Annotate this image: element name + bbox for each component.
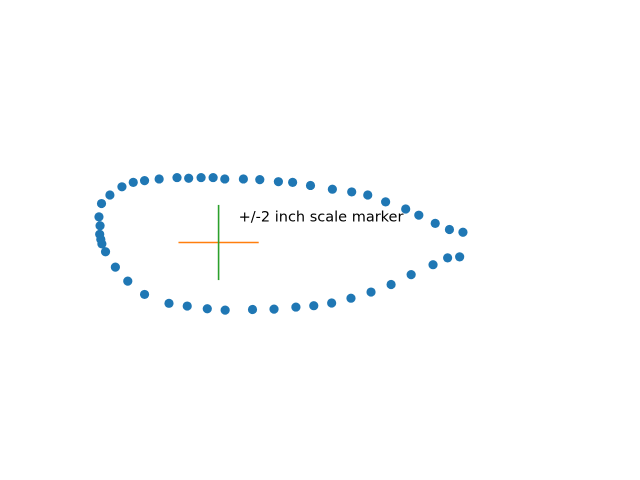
plot-area: +/-2 inch scale marker (94, 172, 468, 315)
data-point (347, 187, 357, 197)
data-point (291, 302, 301, 312)
data-point (327, 184, 337, 194)
data-point (428, 260, 438, 270)
data-point (327, 298, 337, 308)
data-point (366, 287, 376, 297)
data-point (220, 174, 230, 184)
data-point (123, 276, 133, 286)
data-point (95, 221, 105, 231)
data-point (455, 252, 465, 262)
data-point (406, 270, 416, 280)
data-point (458, 227, 468, 237)
data-point (164, 298, 174, 308)
data-point (269, 304, 279, 314)
scale-marker-label: +/-2 inch scale marker (239, 209, 404, 225)
data-point (208, 172, 218, 183)
data-point (430, 218, 440, 228)
data-point (309, 301, 319, 311)
data-point (273, 177, 283, 187)
data-point (255, 175, 265, 185)
data-point (381, 197, 391, 207)
data-point (305, 180, 316, 191)
data-point (386, 279, 396, 290)
data-point (196, 172, 206, 183)
data-point (128, 177, 138, 187)
data-point (139, 289, 150, 300)
data-point (96, 198, 107, 209)
data-point (117, 182, 127, 192)
data-point (444, 224, 455, 235)
data-point (414, 210, 424, 220)
data-point (110, 262, 120, 272)
data-point (443, 253, 453, 263)
data-point (95, 229, 105, 239)
data-point (247, 304, 258, 315)
data-point (94, 212, 104, 222)
data-point (139, 176, 150, 186)
data-point (182, 301, 192, 311)
data-point (288, 177, 298, 187)
data-point (401, 204, 411, 214)
data-point (154, 174, 164, 184)
data-point (238, 174, 248, 184)
data-point (202, 304, 212, 314)
data-point (100, 247, 111, 257)
data-point (220, 305, 230, 315)
data-point (105, 190, 115, 200)
data-point (363, 190, 373, 200)
data-point (172, 172, 182, 183)
data-point (184, 173, 194, 183)
data-point (346, 293, 356, 303)
